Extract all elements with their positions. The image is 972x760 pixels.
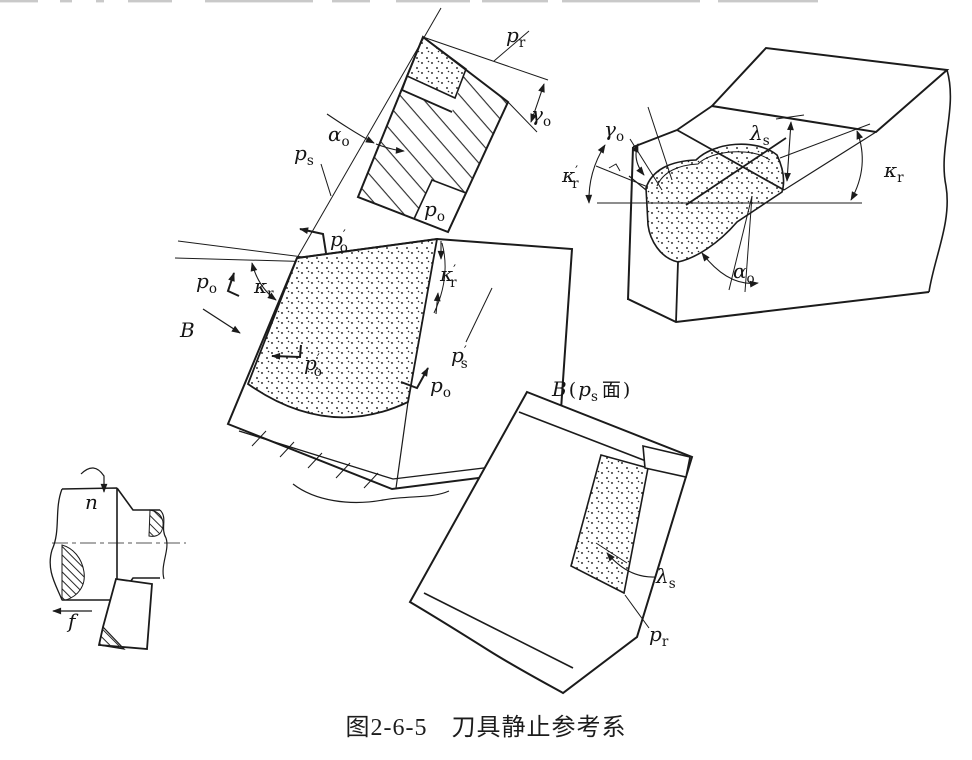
label-feed: f xyxy=(66,609,79,633)
chipbreaker-groove-curve xyxy=(656,151,771,187)
pr-leader-line-b xyxy=(624,594,650,629)
gamma-o-iso-line-1 xyxy=(647,106,673,181)
tool-section-upper xyxy=(356,30,549,234)
alpha-o-angle-arc xyxy=(326,113,375,144)
po-prime-lower-direction-symbol xyxy=(271,344,302,360)
view-b-direction-arrow xyxy=(202,308,241,334)
shank-top-face xyxy=(709,46,950,134)
chipbreaker-dotted-area xyxy=(405,35,467,100)
nose-front-edge xyxy=(675,261,679,323)
label-po-box: po xyxy=(424,197,445,225)
label-ps-main: ps xyxy=(294,141,314,169)
lambda-s-iso-arrows xyxy=(784,121,794,182)
main-projection-view: pr γo αo ps po p′o po κr B p′o κ′r p′s p… xyxy=(174,7,574,504)
bottom-band-hatch xyxy=(251,430,379,489)
label-po-prime-lower: p′o xyxy=(304,351,322,380)
label-pr-b: pr xyxy=(649,622,669,650)
edge-direction-line xyxy=(779,123,871,159)
label-alpha-o-main: αo xyxy=(328,122,350,150)
label-lambda-s-b: λs xyxy=(655,564,676,592)
tool-tip-hatch xyxy=(98,625,126,650)
lambda-s-curved-arrow xyxy=(606,552,656,578)
corner-notch xyxy=(642,444,691,478)
rake-strip-dotted xyxy=(570,454,649,595)
head-top-left-edge xyxy=(632,129,678,148)
label-ps-prime-main: p′s xyxy=(451,343,468,372)
rake-edge-extension xyxy=(507,101,538,133)
kappa-r-iso-arc xyxy=(850,130,864,201)
label-lambda-s-iso: λs xyxy=(749,121,770,149)
top-band-line xyxy=(518,411,647,462)
iso-view: γo κ′r λs κr αo xyxy=(561,46,952,324)
label-gamma-o-iso: γo xyxy=(604,117,624,145)
gamma-o-iso-arc xyxy=(631,143,645,176)
flank-dotted-area xyxy=(246,237,439,419)
label-kappa-r-prime-iso: κ′r xyxy=(561,163,579,192)
pr-trace-through-edge xyxy=(422,36,549,81)
label-spindle-speed: n xyxy=(85,490,98,514)
spindle-rotation-arrow xyxy=(80,467,108,493)
alpha-o-iso-arc xyxy=(701,252,759,288)
bottom-band-line-b xyxy=(423,592,574,669)
po-right-direction-symbol xyxy=(400,367,429,390)
po-left-direction-symbol xyxy=(226,272,240,297)
flank-boundary-extension xyxy=(395,401,409,489)
label-pr-main: pr xyxy=(506,23,526,51)
kappa-r-angle-arc xyxy=(250,262,277,301)
gamma-o-angle-arc xyxy=(530,83,545,123)
head-left-edge xyxy=(627,146,634,301)
broken-edge-wavy-line xyxy=(292,483,450,504)
ps-prime-leader-line xyxy=(465,287,493,343)
label-gamma-o-main: γo xyxy=(531,102,551,130)
kappa-r-prime-iso-arc xyxy=(585,144,606,204)
gamma-o-iso-line-2 xyxy=(629,138,663,191)
po-prime-upper-direction-symbol xyxy=(299,227,327,254)
label-po-prime-upper: p′o xyxy=(330,227,348,256)
label-view-b: B xyxy=(179,318,195,342)
label-po-right: po xyxy=(430,373,451,401)
lambda-s-tick-line xyxy=(775,114,805,120)
workpiece-right-broken-edge xyxy=(159,509,168,580)
workpiece-left-broken-edge xyxy=(49,488,63,601)
label-kappa-r-prime-main: κ′r xyxy=(439,262,457,291)
alpha-o-angle-arc-2 xyxy=(375,143,405,154)
pr-leader-line xyxy=(493,30,530,62)
right-break-hatch xyxy=(148,509,164,537)
lathe-schematic: n f xyxy=(49,467,186,650)
right-angle-mark xyxy=(608,163,621,172)
label-kappa-r-main: κr xyxy=(253,274,274,302)
ps-leader-line xyxy=(320,163,332,197)
chipbreaker-step-edge xyxy=(400,75,453,113)
tool-schematic-body xyxy=(97,577,153,650)
tool-bottom-edge xyxy=(627,291,930,324)
broken-end-wavy-edge xyxy=(928,69,952,293)
label-alpha-o-iso: αo xyxy=(733,259,755,287)
cropped-text-remnant xyxy=(0,0,818,3)
left-break-hatch xyxy=(61,544,85,601)
label-po-left: po xyxy=(196,269,217,297)
top-face-left-edge xyxy=(676,105,713,131)
major-cutting-edge xyxy=(685,137,787,206)
label-kappa-r-iso: κr xyxy=(883,158,904,186)
kappa-r-prime-lower-arrow xyxy=(433,292,441,315)
po-plane-box xyxy=(413,178,468,233)
